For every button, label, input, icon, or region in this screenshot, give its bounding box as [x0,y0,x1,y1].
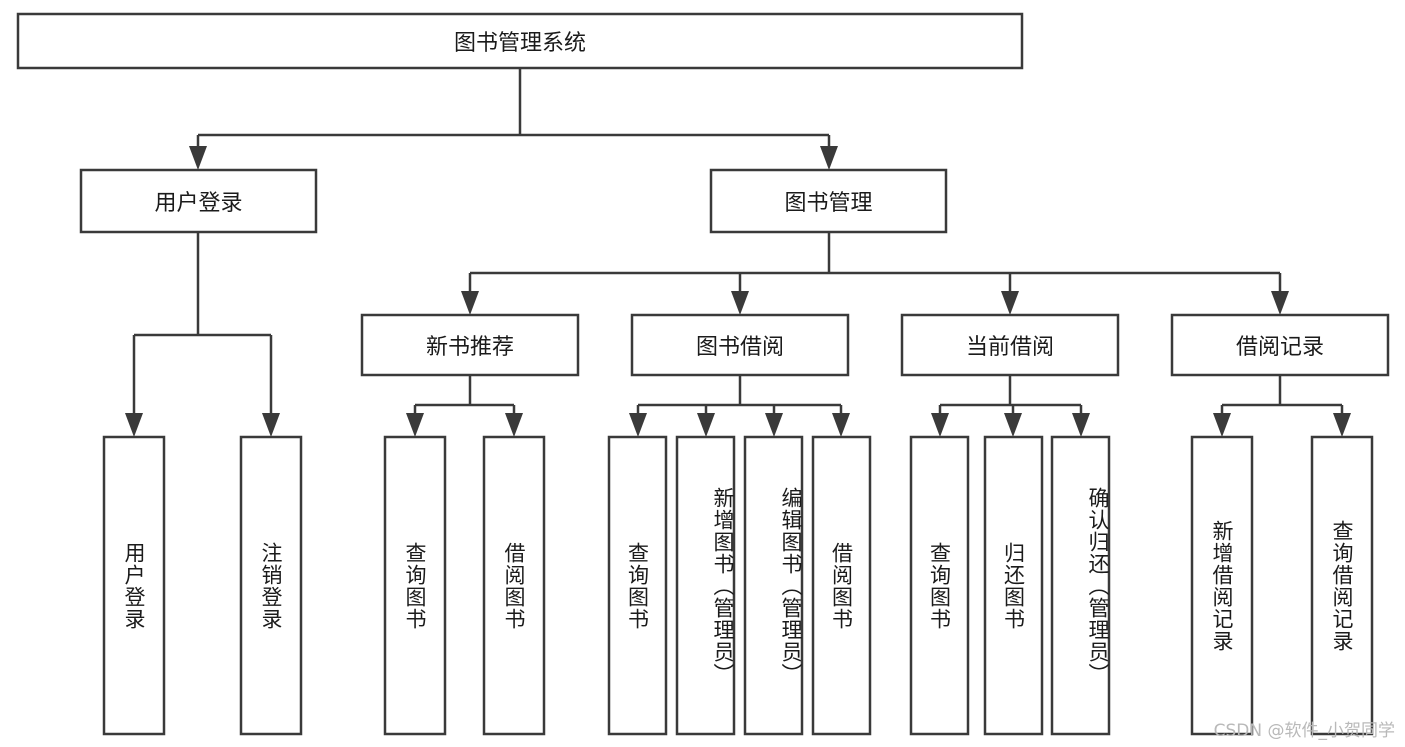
arrow-head-icon [262,413,280,437]
node-box-book-management[interactable] [709,168,948,234]
node-box-borrow-record[interactable] [1170,313,1390,377]
arrow-head-icon [406,413,424,437]
node-box-leaf-logout[interactable] [239,435,303,736]
node-box-book-borrow[interactable] [630,313,850,377]
arrow-head-icon [697,413,715,437]
arrow-head-icon [1004,413,1022,437]
connector-group-new-book [406,375,523,437]
node-box-leaf-return-book[interactable] [983,435,1044,736]
node-box-leaf-edit-book-admin[interactable] [743,435,804,736]
node-box-leaf-query-book-rec[interactable] [383,435,447,736]
arrow-head-icon [125,413,143,437]
node-box-leaf-query-book-current[interactable] [909,435,970,736]
arrow-head-icon [629,413,647,437]
node-box-leaf-query-book-borrow[interactable] [607,435,668,736]
node-box-new-book-recommend[interactable] [360,313,580,377]
arrow-head-icon [1001,291,1019,315]
connector-group-borrow-record [1213,375,1351,437]
arrow-head-icon [931,413,949,437]
node-box-leaf-borrow-book[interactable] [811,435,872,736]
node-box-leaf-confirm-return-admin[interactable] [1050,435,1111,736]
arrow-head-icon [1213,413,1231,437]
arrow-head-icon [820,146,838,170]
arrow-head-icon [832,413,850,437]
node-box-leaf-query-borrow-record[interactable] [1310,435,1374,736]
arrow-head-icon [731,291,749,315]
arrow-head-icon [1333,413,1351,437]
arrow-head-icon [461,291,479,315]
connector-group-user-login [125,232,280,437]
node-box-user-login[interactable] [79,168,318,234]
node-box-leaf-borrow-book-rec[interactable] [482,435,546,736]
connector-group-book-management [461,232,1289,315]
node-box-leaf-add-book-admin[interactable] [675,435,736,736]
node-box-leaf-user-login[interactable] [102,435,166,736]
arrow-head-icon [1271,291,1289,315]
node-box-root[interactable] [16,12,1024,70]
arrow-head-icon [1072,413,1090,437]
connector-group-current-borrow [931,375,1090,437]
arrow-head-icon [765,413,783,437]
arrow-head-icon [189,146,207,170]
arrow-head-icon [505,413,523,437]
connector-group-book-borrow [629,375,850,437]
connector-group-root [189,68,838,170]
node-box-current-borrow[interactable] [900,313,1120,377]
node-box-leaf-add-borrow-record[interactable] [1190,435,1254,736]
